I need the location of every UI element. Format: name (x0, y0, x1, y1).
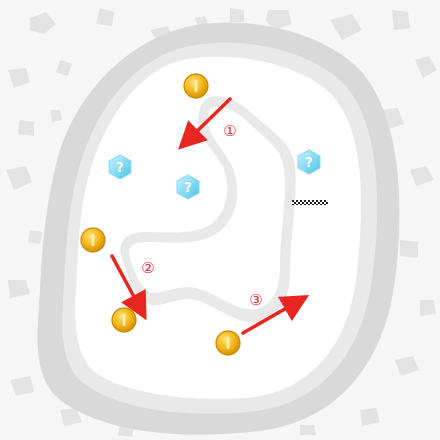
arrow-1-label: ① (223, 122, 236, 140)
svg-text:?: ? (116, 161, 124, 176)
arrow-1 (177, 97, 232, 150)
svg-text:?: ? (305, 156, 313, 171)
finish-line-icon (292, 200, 328, 205)
item-box-icon: ? (176, 174, 200, 200)
arrow-2-label: ② (141, 259, 154, 277)
svg-text:?: ? (184, 181, 192, 196)
background-pebbles (6, 8, 437, 437)
inner-island (128, 106, 285, 310)
coin-icon (215, 330, 241, 356)
coin-icon (183, 73, 209, 99)
arrow-3 (241, 295, 310, 335)
item-box-icon: ? (297, 149, 321, 175)
coin-icon (111, 307, 137, 333)
arrow-3-label: ③ (249, 291, 262, 309)
arrow-2 (110, 254, 147, 321)
item-box-icon: ? (108, 154, 132, 180)
coin-icon (80, 227, 106, 253)
